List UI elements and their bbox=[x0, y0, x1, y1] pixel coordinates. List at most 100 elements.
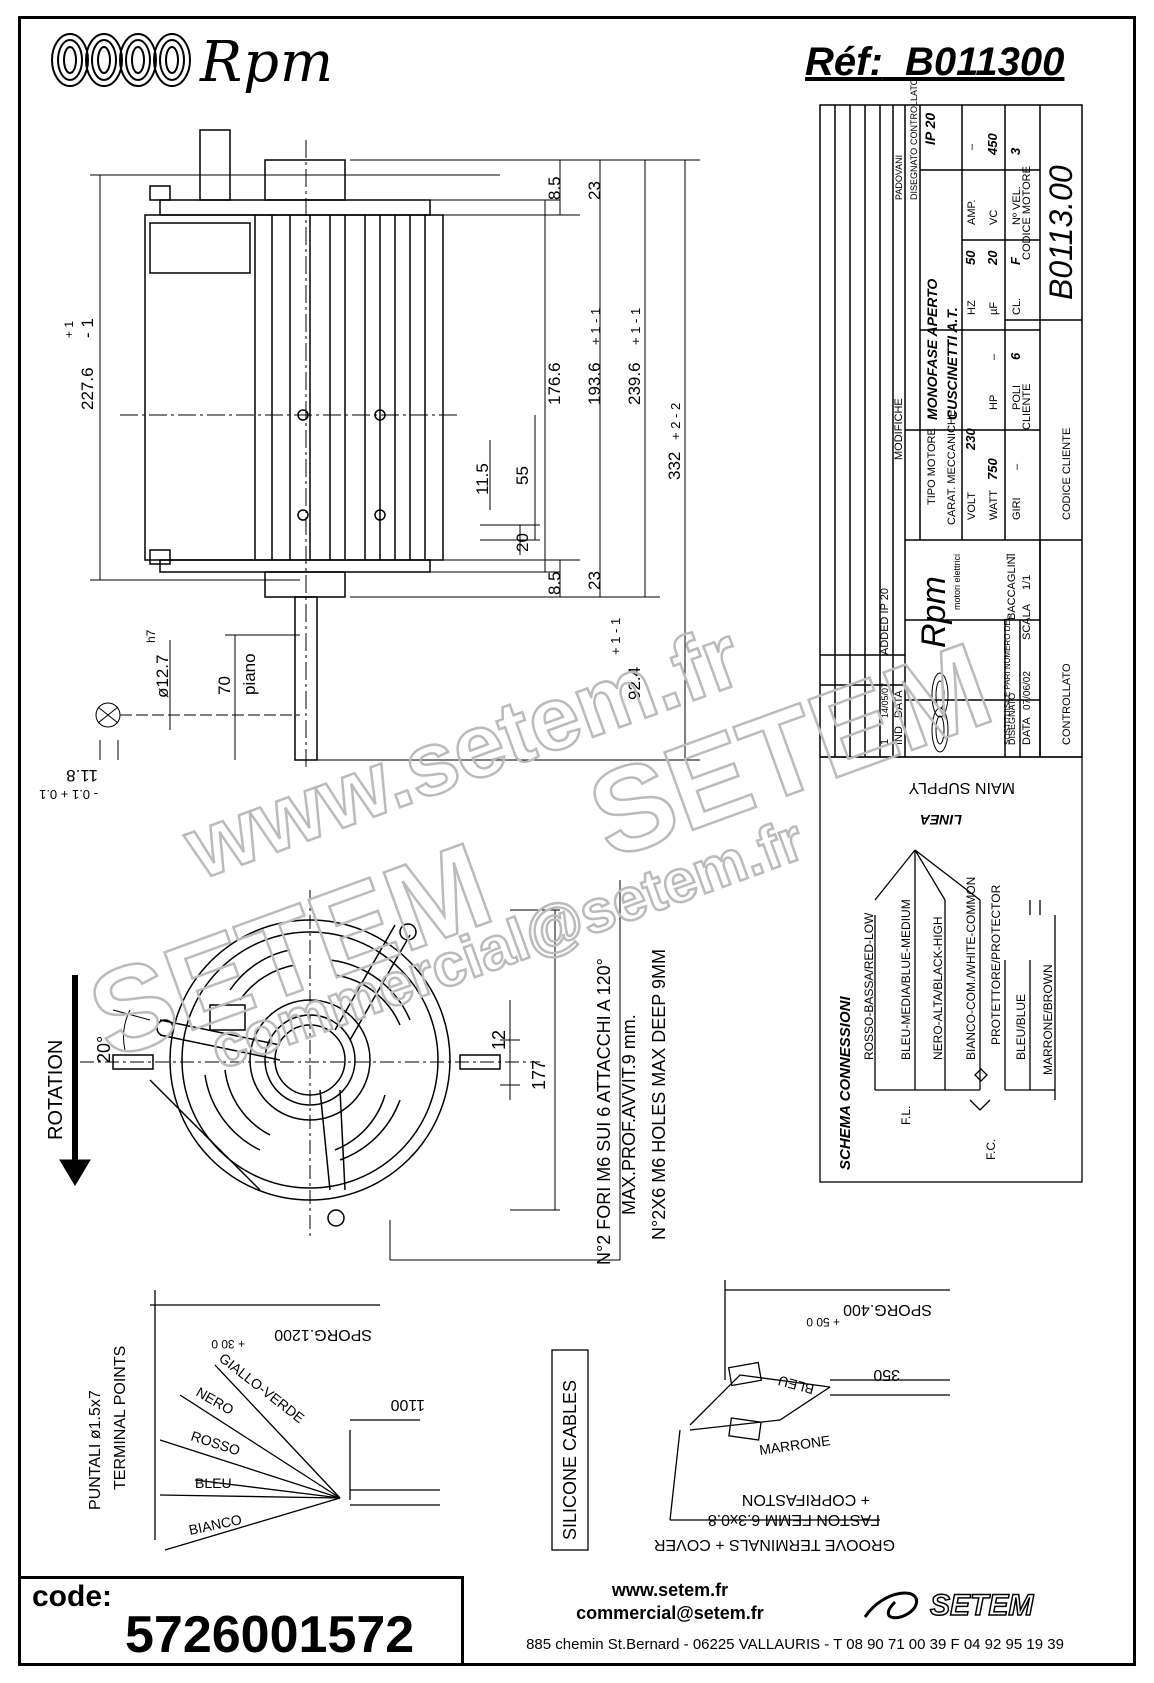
shaft-diameter: ø12.7 bbox=[153, 655, 172, 698]
dim-23-bottom: 23 bbox=[585, 571, 604, 590]
title-block-coil-logo bbox=[931, 672, 949, 753]
dim-332: 332 bbox=[665, 452, 684, 480]
wiring-diagram bbox=[819, 756, 1083, 1183]
dim-350: 350 bbox=[873, 1366, 900, 1383]
footer-address: 885 chemin St.Bernard - 06225 VALLAURIS … bbox=[526, 1636, 1064, 1653]
scala-label: SCALA bbox=[1021, 603, 1033, 640]
footer-email[interactable]: commercial@setem.fr bbox=[576, 1603, 764, 1623]
wiring-title: SCHEMA CONNESSIONI bbox=[837, 996, 854, 1170]
faston-label: FASTON FEMM 6.3x0.8 bbox=[708, 1511, 880, 1528]
brand-logo-text: Rpm bbox=[200, 30, 335, 95]
wire-protector: PROTETTORE/PROTECTOR bbox=[989, 884, 1003, 1045]
vc-value: 450 bbox=[985, 133, 1000, 156]
side-view-dimension-lines bbox=[90, 159, 700, 761]
wire-brown: MARRONE/BROWN bbox=[1041, 964, 1055, 1075]
wire-bleu-right: BLEU bbox=[776, 1373, 815, 1398]
cliente-label: CLIENTE bbox=[1021, 384, 1033, 430]
mount-note-1: N°2 FORI M6 SUI 6 ATTACCHI A 120° bbox=[594, 958, 614, 1265]
rotation-label: ROTATION bbox=[45, 1040, 67, 1140]
dim-227-6-tol-minus: - 1 bbox=[78, 318, 97, 338]
reference-label: Réf: bbox=[805, 40, 883, 84]
cables-right-diagram bbox=[669, 1280, 950, 1521]
uf-label: µF bbox=[988, 302, 1000, 315]
hp-value: – bbox=[988, 353, 1000, 360]
dim-92-4-tol: + 1 - 1 bbox=[608, 618, 623, 655]
tipo-motore-label: TIPO MOTORE bbox=[926, 428, 938, 505]
sostituisce-value: – bbox=[1001, 553, 1013, 560]
disegnato-value: BACCAGLINI bbox=[1006, 553, 1018, 620]
uf-value: 20 bbox=[985, 250, 1000, 266]
dim-11-5: 11.5 bbox=[473, 463, 492, 495]
dim-193-6-tol: + 1 - 1 bbox=[588, 308, 603, 345]
coprifaston-label: + COPRIFASTON bbox=[742, 1491, 870, 1508]
fc-label: F.C. bbox=[984, 1139, 998, 1160]
drawing-frame bbox=[18, 16, 1136, 1666]
wire-red-low: ROSSO-BASSA/RED-LOW bbox=[862, 912, 876, 1060]
front-view-dimension-lines bbox=[59, 880, 621, 1261]
codice-motore: B0113.00 bbox=[1043, 165, 1079, 300]
piano-label: piano bbox=[240, 653, 259, 695]
motor-front-view bbox=[112, 919, 501, 1227]
controllato-label: CONTROLLATO bbox=[1061, 663, 1073, 745]
sporg-400-tol: + 50 0 bbox=[806, 1315, 840, 1329]
hz-label: HZ bbox=[966, 300, 978, 315]
codice-motore-label: CODICE MOTORE bbox=[1021, 166, 1033, 260]
dim-332-tol: + 2 - 2 bbox=[668, 403, 683, 440]
setem-logo-text: SETEM bbox=[930, 1589, 1034, 1622]
rev-col-ind: IND bbox=[893, 726, 905, 745]
wire-nero: NERO bbox=[194, 1384, 237, 1418]
rpm-coil-logo bbox=[51, 33, 191, 87]
dim-227-6: 227.6 bbox=[78, 367, 97, 410]
tipo-motore: MONOFASE APERTO bbox=[924, 279, 940, 420]
disegnato-label: DISEGNATO bbox=[1007, 693, 1017, 745]
company-name: Rpm bbox=[915, 576, 953, 648]
giri-label: GIRI bbox=[1011, 497, 1023, 520]
sporg-1200: SPORG.1200 bbox=[274, 1326, 372, 1343]
carat-label: CARAT. MECCANICHE bbox=[946, 410, 958, 525]
drawn-by-label: DISEGNATO bbox=[909, 148, 919, 200]
dim-92-4: 92.4 bbox=[625, 667, 644, 700]
linea-label: LINEA bbox=[920, 812, 962, 828]
dim-239-6-tol: + 1 - 1 bbox=[628, 308, 643, 345]
hz-value: 50 bbox=[963, 250, 978, 265]
mount-note-2: MAX.PROF.AVVIT.9 mm. bbox=[619, 1014, 639, 1215]
dim-8-5-top: 8.5 bbox=[545, 176, 564, 200]
dim-239-6: 239.6 bbox=[625, 362, 644, 405]
dim-11-8: 11.8 bbox=[66, 766, 98, 785]
sostituisce-label: SOSTITUISCE PARI NUMERO DEL bbox=[1003, 615, 1012, 745]
wire-rosso: ROSSO bbox=[189, 1428, 242, 1459]
rev-col-modifiche: MODIFICHE bbox=[893, 398, 905, 460]
volt-value: 230 bbox=[963, 428, 978, 451]
nvel-label: Nº VEL. bbox=[1011, 186, 1023, 225]
code-label: code: bbox=[32, 1580, 113, 1613]
cl-value: F bbox=[1008, 256, 1023, 265]
drawn-by: PADOVANI bbox=[894, 155, 904, 200]
carat-value: CUSCINETTI A.T. bbox=[944, 307, 960, 420]
wire-blue: BLEU/BLUE bbox=[1014, 994, 1028, 1060]
fl-label: F.L. bbox=[899, 1106, 913, 1125]
sporg-400: SPORG.400 bbox=[843, 1301, 932, 1318]
dim-8-5-bottom: 8.5 bbox=[545, 571, 564, 595]
ip-rating: IP 20 bbox=[922, 113, 938, 145]
setem-swirl-icon bbox=[863, 1591, 919, 1620]
nvel-value: 3 bbox=[1008, 147, 1023, 155]
dim-55: 55 bbox=[513, 466, 532, 485]
rev-1-text: ADDED IP 20 bbox=[879, 588, 891, 655]
puntali-label: PUNTALI ø1.5x7 bbox=[87, 1390, 104, 1510]
cl-label: CL. bbox=[1011, 298, 1023, 315]
checked-label: CONTROLLATO bbox=[909, 78, 919, 145]
dim-12: 12 bbox=[489, 1030, 509, 1050]
reference-title: Réf: B011300 bbox=[805, 40, 1064, 85]
angle-20: 20° bbox=[94, 1036, 114, 1063]
sporg-1200-tol: + 30 0 bbox=[211, 1337, 245, 1351]
wire-blue-medium: BLEU-MEDIA/BLUE-MEDIUM bbox=[899, 899, 913, 1060]
code-box bbox=[18, 1576, 464, 1666]
amp-label: AMP. bbox=[966, 200, 978, 225]
poli-value: 6 bbox=[1008, 352, 1023, 360]
footer-web[interactable]: www.setem.fr bbox=[611, 1580, 729, 1600]
dim-1100: 1100 bbox=[390, 1396, 425, 1413]
poli-label: POLI bbox=[1011, 385, 1023, 410]
dim-227-6-tol-plus: + 1 bbox=[62, 321, 76, 338]
wire-marrone: MARRONE bbox=[758, 1432, 831, 1458]
product-code: 5726001572 bbox=[125, 1606, 415, 1664]
